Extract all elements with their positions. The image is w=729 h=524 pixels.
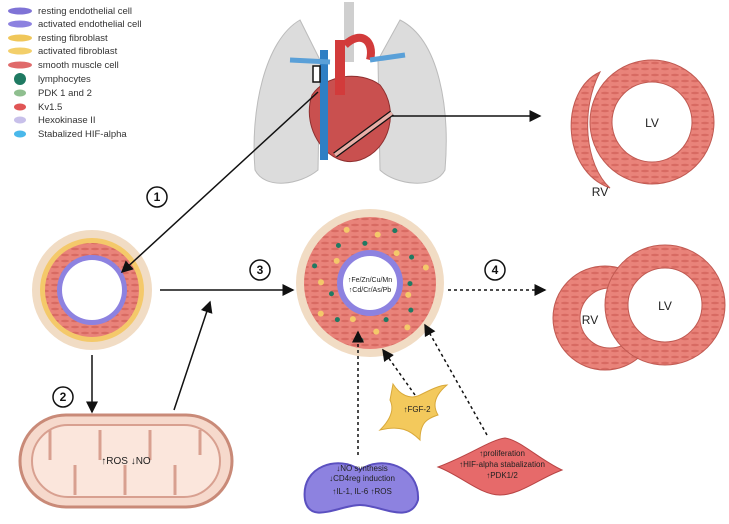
svg-text:2: 2	[60, 390, 67, 404]
remodeled-vessel-cross-section: ↑Fe/Zn/Cu/Mn ↑Cd/Cr/As/Pb	[296, 209, 444, 357]
lymphocyte-dot	[407, 281, 413, 287]
smooth-muscle-cell-icon	[8, 61, 32, 69]
lymphocyte-dot	[328, 291, 334, 297]
mitochondrion: ↑ROS ↓NO	[18, 413, 234, 509]
step-3: 3	[249, 259, 271, 281]
legend-label: resting endothelial cell	[38, 6, 132, 17]
fibroblast-dot	[343, 226, 350, 233]
step-2: 2	[52, 386, 74, 408]
lymphocyte-dot	[312, 263, 318, 269]
legend-label: PDK 1 and 2	[38, 88, 92, 99]
arrow-mito-to-remodeled	[173, 300, 213, 411]
lymphocyte-dot	[362, 240, 368, 246]
lymphocyte-dot	[383, 317, 389, 323]
svg-text:4: 4	[492, 263, 499, 277]
legend-label: Kv1.5	[38, 102, 62, 113]
fibroblast-dot	[317, 310, 324, 317]
legend-label: activated endothelial cell	[38, 19, 142, 30]
hexokinase-icon	[14, 116, 26, 124]
fibroblast-dot	[349, 316, 356, 323]
lungs-heart-illustration	[253, 2, 447, 184]
arrow-heart-to-vessel	[120, 91, 319, 274]
legend-item: PDK 1 and 2	[14, 88, 92, 99]
no-synthesis-text: ↓NO synthesis	[336, 464, 388, 473]
arrow-smooth-muscle	[424, 323, 488, 436]
resting-fibroblast-icon	[8, 34, 32, 42]
lymphocyte-dot	[409, 254, 415, 260]
cd4reg-text: ↓CD4reg induction	[329, 474, 395, 483]
pdk-text: ↑PDK1/2	[486, 471, 518, 480]
fgf2-text: ↑FGF-2	[403, 405, 431, 414]
legend-item: activated fibroblast	[8, 46, 118, 57]
fibroblast-dot	[374, 231, 381, 238]
legend-item: activated endothelial cell	[8, 19, 142, 30]
smooth-muscle-cell: ↑proliferation ↑HIF-alpha stabalization …	[436, 437, 564, 496]
arrow-fibroblast	[382, 348, 416, 396]
svg-text:1: 1	[154, 190, 161, 204]
hif-text: ↑HIF-alpha stabalization	[459, 460, 545, 469]
lymphocyte-dot	[392, 228, 398, 234]
legend: resting endothelial cell activated endoth…	[8, 6, 142, 140]
rv-label-top: RV	[592, 185, 608, 199]
fibroblast-dot	[404, 324, 411, 331]
il-ros-text: ↑IL-1, IL-6 ↑ROS	[332, 487, 392, 496]
fibroblast-dot	[333, 257, 340, 264]
proliferation-text: ↑proliferation	[479, 449, 525, 458]
legend-label: smooth muscle cell	[38, 60, 119, 71]
lymphocyte-icon	[14, 73, 26, 85]
legend-item: resting fibroblast	[8, 33, 108, 44]
normal-vessel-cross-section	[32, 230, 152, 350]
legend-label: lymphocytes	[38, 74, 91, 85]
lymphocyte-dot	[408, 307, 414, 313]
activated-endothelial-cell: ↓NO synthesis ↓CD4reg induction ↑IL-1, I…	[303, 462, 420, 514]
legend-item: Hexokinase II	[14, 115, 96, 126]
fibroblast-dot	[405, 291, 412, 298]
legend-item: resting endothelial cell	[8, 6, 132, 17]
legend-label: resting fibroblast	[38, 33, 108, 44]
step-1: 1	[146, 186, 168, 208]
resting-endothelial-cell-icon	[8, 7, 32, 15]
activated-fibroblast: ↑FGF-2	[378, 382, 449, 442]
legend-item: Stabalized HIF-alpha	[14, 129, 127, 140]
fibroblast-dot	[393, 250, 400, 257]
fibroblast-dot	[422, 264, 429, 271]
toxic-metals-up-text: ↑Cd/Cr/As/Pb	[349, 287, 392, 294]
legend-item: Kv1.5	[14, 102, 62, 113]
arrows	[86, 91, 547, 455]
rv-label-bottom: RV	[582, 313, 598, 327]
activated-endothelial-cell-icon	[8, 20, 32, 28]
lymphocyte-dot	[358, 337, 364, 343]
legend-label: Stabalized HIF-alpha	[38, 129, 127, 140]
mito-ros-no-text: ↑ROS ↓NO	[101, 456, 151, 467]
activated-fibroblast-icon	[8, 47, 32, 55]
fibroblast-dot	[373, 328, 380, 335]
svg-text:3: 3	[257, 263, 264, 277]
legend-label: Hexokinase II	[38, 115, 96, 126]
lv-label-top: LV	[645, 116, 659, 130]
legend-item: smooth muscle cell	[8, 60, 119, 71]
kv15-icon	[14, 103, 26, 111]
lymphocyte-dot	[334, 317, 340, 323]
pdk-icon	[14, 89, 26, 97]
legend-item: lymphocytes	[14, 73, 91, 85]
heart-cross-section-normal: LV RV	[570, 59, 715, 199]
lymphocyte-dot	[335, 243, 341, 249]
heart-cross-section-hypertrophy: LV RV	[552, 244, 726, 371]
fibroblast-dot	[318, 279, 325, 286]
hif-alpha-icon	[14, 130, 26, 138]
legend-label: activated fibroblast	[38, 46, 118, 57]
lv-label-bottom: LV	[658, 299, 672, 313]
metals-up-text: ↑Fe/Zn/Cu/Mn	[348, 277, 392, 284]
step-4: 4	[484, 259, 506, 281]
